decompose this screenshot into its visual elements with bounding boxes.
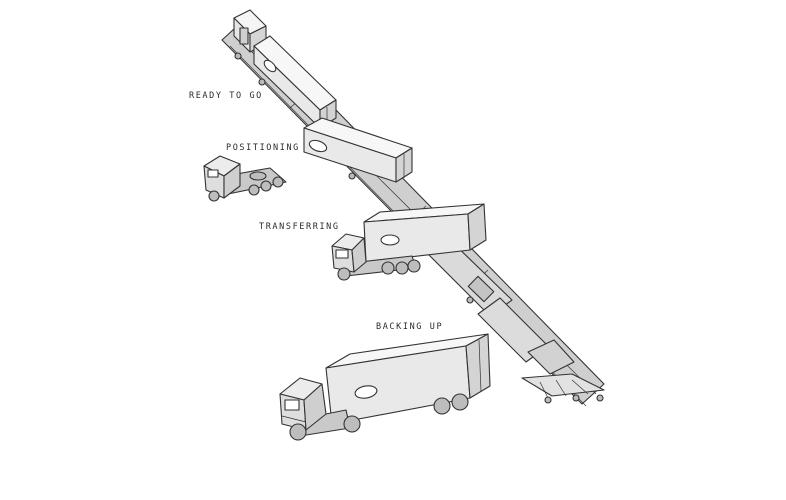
company-logo: [308, 139, 328, 153]
trailer-transferring: [363, 203, 487, 263]
label-ready-to-go: READY TO GO: [189, 91, 263, 101]
trailer-positioning: [303, 117, 413, 183]
label-backing-up: BACKING UP: [376, 322, 444, 332]
flatcar-plate: [467, 275, 495, 303]
label-positioning: POSITIONING: [226, 143, 300, 153]
company-logo: [354, 385, 378, 399]
company-logo: [380, 234, 400, 246]
tractor-positioning: [203, 155, 287, 202]
trailer-ready-to-go: [253, 35, 337, 129]
loading-ramp: [521, 373, 605, 404]
flatcar-platform-3: [527, 339, 575, 375]
company-logo: [263, 59, 277, 73]
tractor-transferring: [331, 233, 421, 281]
trailer-backing-up: [325, 333, 491, 425]
tractor-backing-up: [279, 377, 361, 441]
label-transferring: TRANSFERRING: [259, 222, 340, 232]
